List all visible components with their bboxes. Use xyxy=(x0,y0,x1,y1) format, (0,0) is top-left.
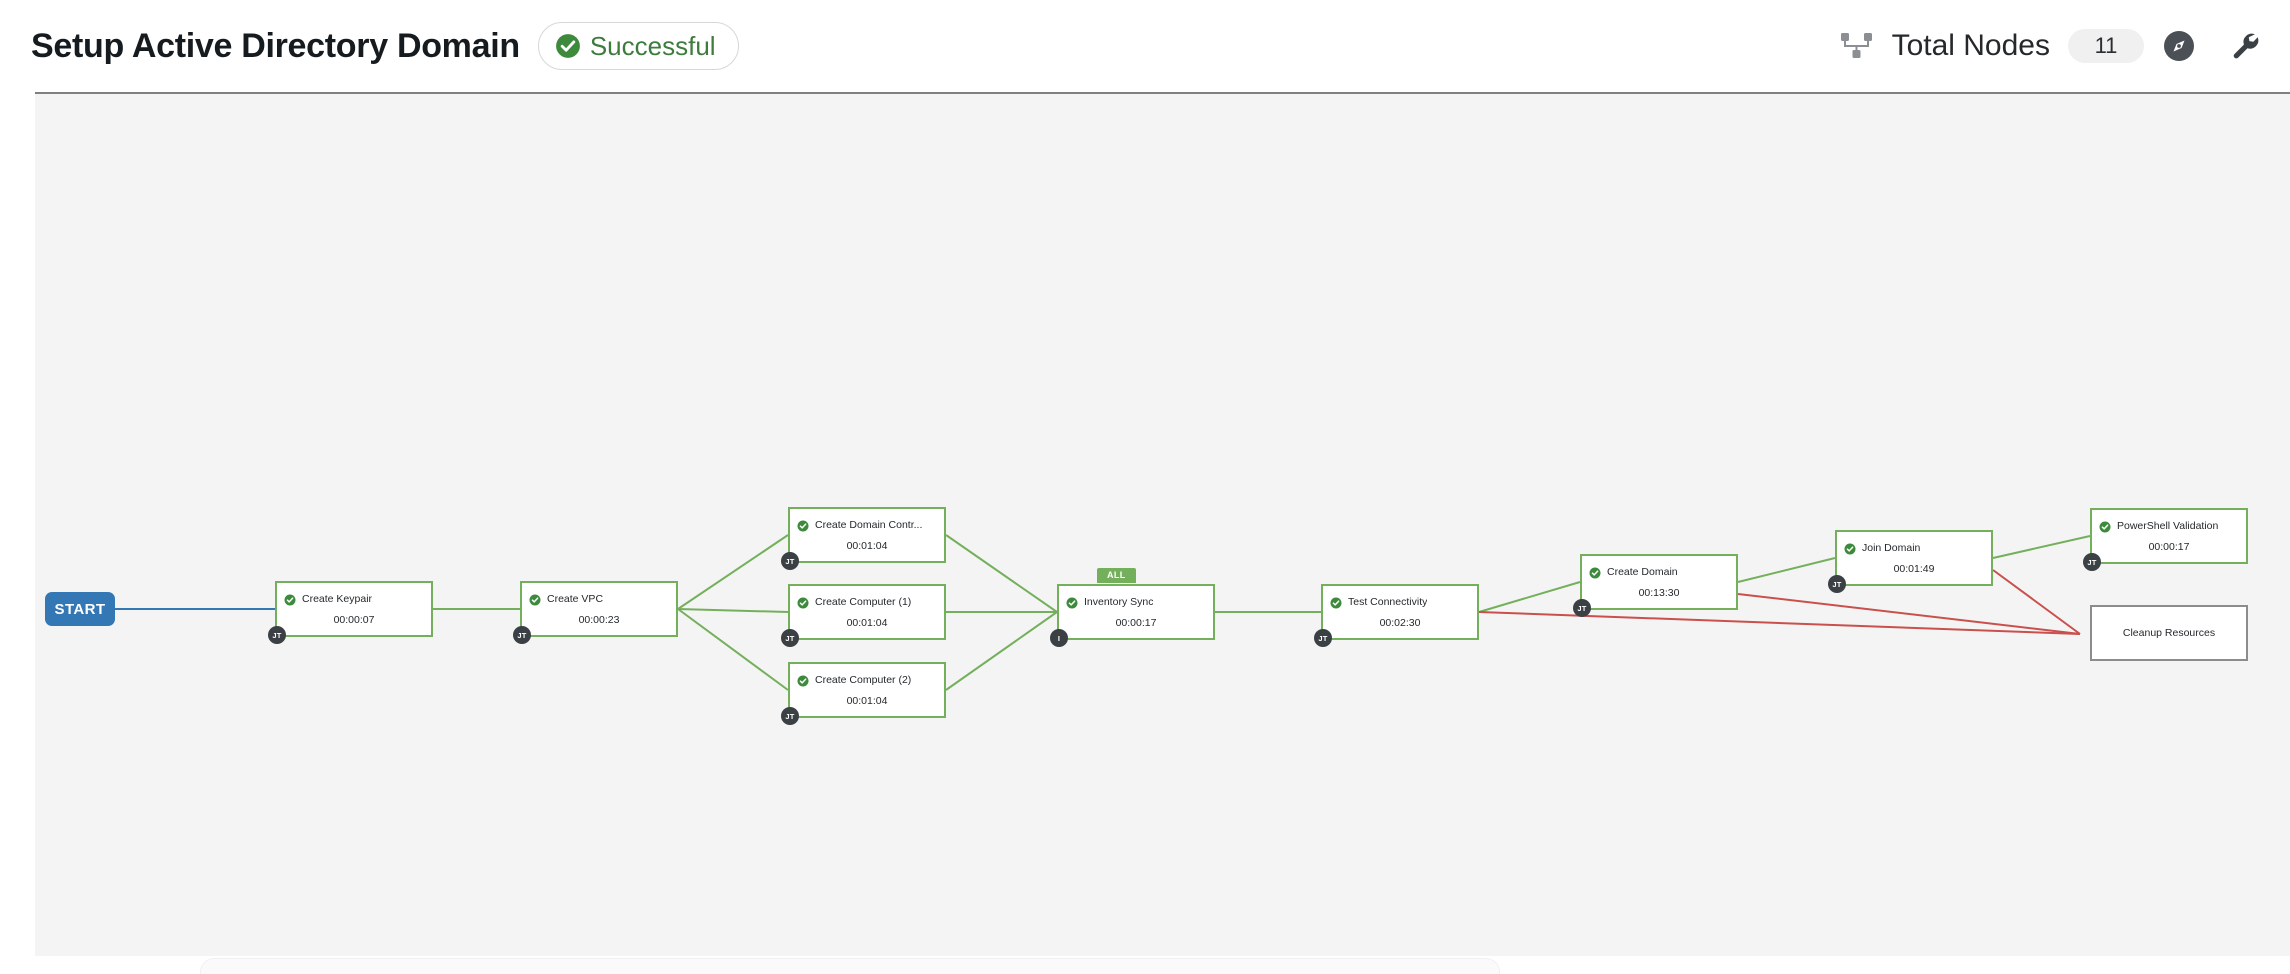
edge-domain-controller-to-inventory-sync xyxy=(945,534,1058,613)
node-badge-inventory-sync[interactable]: I xyxy=(1050,629,1068,647)
node-header: Inventory Sync xyxy=(1059,586,1213,612)
node-badge-create-keypair[interactable]: JT xyxy=(268,626,286,644)
inventory-sync-all-tab: ALL xyxy=(1097,568,1136,583)
node-badge-test-connectivity[interactable]: JT xyxy=(1314,629,1332,647)
node-badge-join-domain[interactable]: JT xyxy=(1828,575,1846,593)
edge-create-domain-to-cleanup xyxy=(1737,593,2081,635)
node-title: Test Connectivity xyxy=(1348,597,1428,609)
node-title: Create VPC xyxy=(547,594,604,606)
check-circle-icon xyxy=(1589,567,1601,579)
check-circle-icon xyxy=(797,597,809,609)
node-create-computer-2[interactable]: Create Computer (2) 00:01:04 xyxy=(788,662,946,718)
status-badge-label: Successful xyxy=(589,31,716,61)
check-circle-icon xyxy=(797,675,809,687)
check-circle-icon xyxy=(529,594,541,606)
node-badge-powershell-validation[interactable]: JT xyxy=(2083,553,2101,571)
check-circle-icon xyxy=(284,594,296,606)
node-badge-create-computer-2[interactable]: JT xyxy=(781,707,799,725)
page-header: Setup Active Directory Domain Successful… xyxy=(0,0,2290,94)
node-title: Create Domain xyxy=(1607,567,1678,579)
node-elapsed: 00:00:17 xyxy=(1115,617,1157,629)
node-title: Create Computer (1) xyxy=(815,597,912,609)
node-header: Create Keypair xyxy=(277,583,431,609)
compass-icon[interactable] xyxy=(2162,29,2196,63)
node-elapsed: 00:01:04 xyxy=(846,695,888,707)
node-header: Create Domain Contr... xyxy=(790,509,944,535)
wrench-icon[interactable] xyxy=(2228,29,2262,63)
edge-join-domain-to-cleanup xyxy=(1992,569,2081,635)
header-divider xyxy=(35,92,2290,94)
node-title: PowerShell Validation xyxy=(2117,521,2219,533)
node-header: Create Domain xyxy=(1582,556,1736,582)
total-nodes-label: Total Nodes xyxy=(1891,29,2050,62)
node-create-computer-1[interactable]: Create Computer (1) 00:01:04 xyxy=(788,584,946,640)
node-elapsed: 00:00:17 xyxy=(2148,541,2190,553)
edge-join-domain-to-powershell-validation xyxy=(1992,535,2091,559)
node-badge-create-vpc[interactable]: JT xyxy=(513,626,531,644)
check-circle-icon xyxy=(1066,597,1078,609)
page-title: Setup Active Directory Domain xyxy=(31,27,520,65)
node-cleanup-resources[interactable]: Cleanup Resources xyxy=(2090,605,2248,661)
node-test-connectivity[interactable]: Test Connectivity 00:02:30 xyxy=(1321,584,1479,640)
node-create-domain[interactable]: Create Domain 00:13:30 xyxy=(1580,554,1738,610)
node-join-domain[interactable]: Join Domain 00:01:49 xyxy=(1835,530,1993,586)
edge-create-vpc-to-create-computer-1 xyxy=(677,608,789,613)
edge-create-vpc-to-create-computer-2 xyxy=(677,608,789,691)
workflow-canvas[interactable]: START Create Keypair 00:00:07 JT xyxy=(35,94,2290,956)
check-circle-icon xyxy=(555,34,580,58)
node-title: Create Domain Contr... xyxy=(815,520,923,532)
header-right-group: Total Nodes 11 xyxy=(1840,0,2262,92)
bottom-toolbar-sliver xyxy=(200,958,1500,974)
check-circle-icon xyxy=(797,520,809,532)
node-elapsed: 00:01:04 xyxy=(846,617,888,629)
total-nodes-count-badge: 11 xyxy=(2068,29,2144,63)
node-header: Join Domain xyxy=(1837,532,1991,558)
node-create-domain-controller[interactable]: Create Domain Contr... 00:01:04 xyxy=(788,507,946,563)
node-inventory-sync[interactable]: Inventory Sync 00:00:17 xyxy=(1057,584,1215,640)
status-badge: Successful xyxy=(537,22,739,70)
header-left-group: Setup Active Directory Domain Successful xyxy=(31,0,739,92)
node-create-vpc[interactable]: Create VPC 00:00:23 xyxy=(520,581,678,637)
check-circle-icon xyxy=(1844,543,1856,555)
sitemap-icon xyxy=(1840,33,1872,58)
node-header: Test Connectivity xyxy=(1323,586,1477,612)
node-elapsed: 00:02:30 xyxy=(1379,617,1421,629)
node-badge-create-computer-1[interactable]: JT xyxy=(781,629,799,647)
start-node[interactable]: START xyxy=(45,592,115,626)
node-elapsed: 00:13:30 xyxy=(1638,587,1680,599)
node-badge-create-domain-controller[interactable]: JT xyxy=(781,552,799,570)
edge-create-domain-to-join-domain xyxy=(1737,557,1836,583)
edge-test-connectivity-to-create-domain xyxy=(1478,581,1581,613)
node-powershell-validation[interactable]: PowerShell Validation 00:00:17 xyxy=(2090,508,2248,564)
node-header: PowerShell Validation xyxy=(2092,510,2246,536)
workflow-edges xyxy=(115,534,2091,691)
check-circle-icon xyxy=(1330,597,1342,609)
node-header: Create Computer (1) xyxy=(790,586,944,612)
node-badge-create-domain[interactable]: JT xyxy=(1573,599,1591,617)
edge-create-computer-2-to-inventory-sync xyxy=(945,611,1058,691)
node-title: Create Keypair xyxy=(302,594,373,606)
node-header: Create VPC xyxy=(522,583,676,609)
node-elapsed: 00:00:23 xyxy=(578,614,620,626)
node-header: Create Computer (2) xyxy=(790,664,944,690)
node-create-keypair[interactable]: Create Keypair 00:00:07 xyxy=(275,581,433,637)
node-title: Inventory Sync xyxy=(1084,597,1154,609)
node-title: Create Computer (2) xyxy=(815,675,912,687)
node-elapsed: 00:01:49 xyxy=(1893,563,1935,575)
check-circle-icon xyxy=(2099,521,2111,533)
node-elapsed: 00:00:07 xyxy=(333,614,375,626)
node-title: Join Domain xyxy=(1862,543,1921,555)
workflow-nodes: START Create Keypair 00:00:07 JT xyxy=(35,94,2290,956)
node-elapsed: 00:01:04 xyxy=(846,540,888,552)
edge-create-vpc-to-domain-controller xyxy=(677,534,789,610)
node-title: Cleanup Resources xyxy=(2122,627,2216,639)
